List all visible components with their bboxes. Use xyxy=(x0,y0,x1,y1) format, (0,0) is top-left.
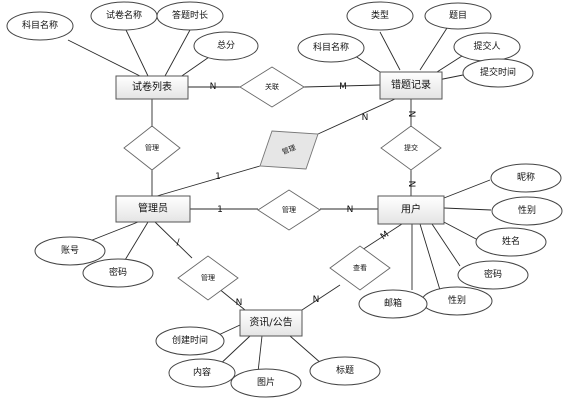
connector-lines xyxy=(67,27,492,373)
card-news-admin: N xyxy=(236,298,243,308)
entity-user: 用户 xyxy=(377,195,445,225)
attr-news-title: 标题 xyxy=(336,364,354,376)
card-admin-news: / xyxy=(176,238,180,248)
relationships: 关联 管理 管理 提交 管理 管理 查看 xyxy=(123,66,442,301)
attr-wr-submit-time: 提交时间 xyxy=(480,66,516,78)
attr-news-created: 创建时间 xyxy=(172,334,208,346)
attr-user-password: 密码 xyxy=(484,268,502,280)
attr-total-score: 总分 xyxy=(217,39,235,51)
entity-user-label: 用户 xyxy=(401,203,421,216)
attr-news-content: 内容 xyxy=(193,366,211,378)
attr-user-gender: 性别 xyxy=(518,204,536,216)
card-admin-manage-record: 1 xyxy=(215,172,221,182)
entity-paper-list: 试卷列表 xyxy=(115,75,189,100)
attr-admin-password: 密码 xyxy=(109,266,127,278)
attr-paper-name: 试卷名称 xyxy=(106,9,142,21)
rel-manage-news: 管理 xyxy=(201,273,215,282)
attr-wr-question: 题目 xyxy=(449,10,467,21)
attr-wr-submitter: 提交人 xyxy=(473,40,500,52)
card-record-assoc: M xyxy=(339,82,347,92)
rel-view: 查看 xyxy=(353,263,367,272)
attr-user-sex: 性别 xyxy=(448,294,466,306)
attributes: 科目名称 试卷名称 答题时长 总分 类型 题目 科目名称 提交人 提交时间 昵称… xyxy=(6,1,563,398)
card-admin-user: 1 xyxy=(217,205,223,215)
rel-assoc: 关联 xyxy=(265,82,279,91)
entity-news-label: 资讯/公告 xyxy=(249,316,292,329)
attr-user-name: 姓名 xyxy=(502,235,520,247)
attr-news-image: 图片 xyxy=(257,376,275,388)
entity-wrong-record: 错题记录 xyxy=(379,71,443,100)
entity-admin-label: 管理员 xyxy=(138,202,168,215)
card-user-view: M xyxy=(379,230,391,243)
rel-submit: 提交 xyxy=(404,143,418,152)
card-user-admin: N xyxy=(347,205,354,215)
card-paper-assoc: N xyxy=(210,82,217,92)
attr-answer-time: 答题时长 xyxy=(172,9,208,21)
rel-manage-user: 管理 xyxy=(282,205,296,214)
rel-manage-paper: 管理 xyxy=(145,143,159,152)
entity-wrong-record-label: 错题记录 xyxy=(391,78,431,91)
card-record-submit: N xyxy=(406,111,416,118)
attr-user-email: 邮箱 xyxy=(384,297,402,309)
entity-paper-list-label: 试卷列表 xyxy=(132,80,172,93)
entity-admin: 管理员 xyxy=(115,195,191,223)
card-record-manage: N xyxy=(362,113,369,123)
card-news-view: N xyxy=(313,295,320,305)
attr-admin-account: 账号 xyxy=(61,245,79,256)
attr-user-nickname: 昵称 xyxy=(517,171,535,183)
card-user-submit: N xyxy=(406,181,416,188)
entity-news: 资讯/公告 xyxy=(239,309,303,337)
attr-paper-subject: 科目名称 xyxy=(22,19,58,31)
attr-wr-subject: 科目名称 xyxy=(313,41,349,53)
attr-wr-type: 类型 xyxy=(371,9,389,21)
